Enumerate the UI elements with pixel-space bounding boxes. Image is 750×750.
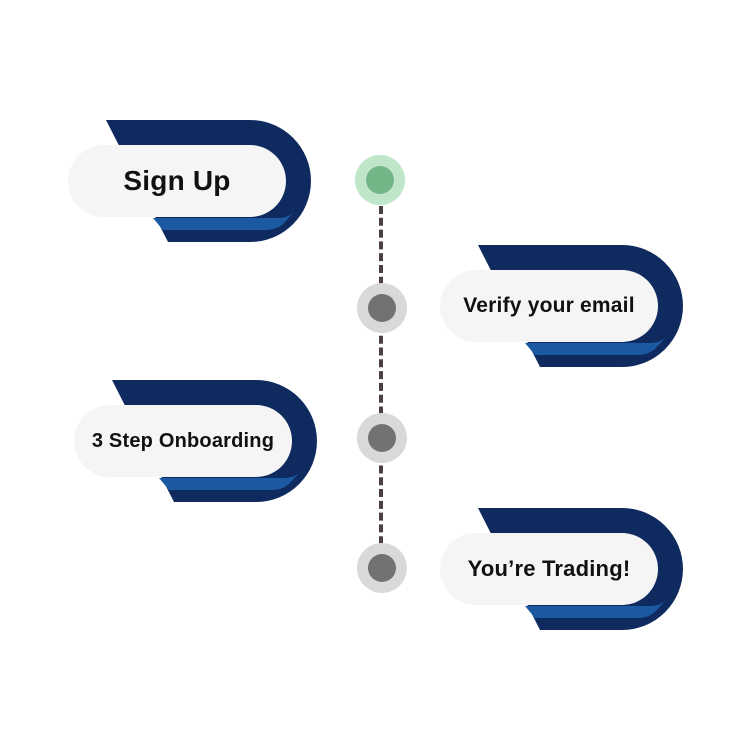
- step-node-dot: [368, 554, 396, 582]
- step-node-dot: [368, 294, 396, 322]
- step-label-onboarding: 3 Step Onboarding: [91, 429, 275, 452]
- step-card-shape: [440, 508, 683, 630]
- step-node-verify-email: [357, 283, 407, 333]
- step-label-verify-email: Verify your email: [463, 294, 635, 317]
- step-card-verify-email: Verify your email: [440, 245, 690, 367]
- step-card-shape: [74, 380, 317, 502]
- step-label-trading: You’re Trading!: [467, 556, 631, 581]
- step-card-shape: [440, 245, 683, 367]
- step-node-dot: [366, 166, 394, 194]
- step-node-sign-up: [355, 155, 405, 205]
- step-card-shape: [68, 120, 311, 242]
- step-card-sign-up: Sign Up: [68, 120, 318, 242]
- step-node-trading: [357, 543, 407, 593]
- step-card-onboarding: 3 Step Onboarding: [74, 380, 324, 502]
- step-card-trading: You’re Trading!: [440, 508, 690, 630]
- step-node-onboarding: [357, 413, 407, 463]
- step-label-sign-up: Sign Up: [123, 165, 231, 196]
- step-node-dot: [368, 424, 396, 452]
- timeline-connector: [379, 206, 383, 556]
